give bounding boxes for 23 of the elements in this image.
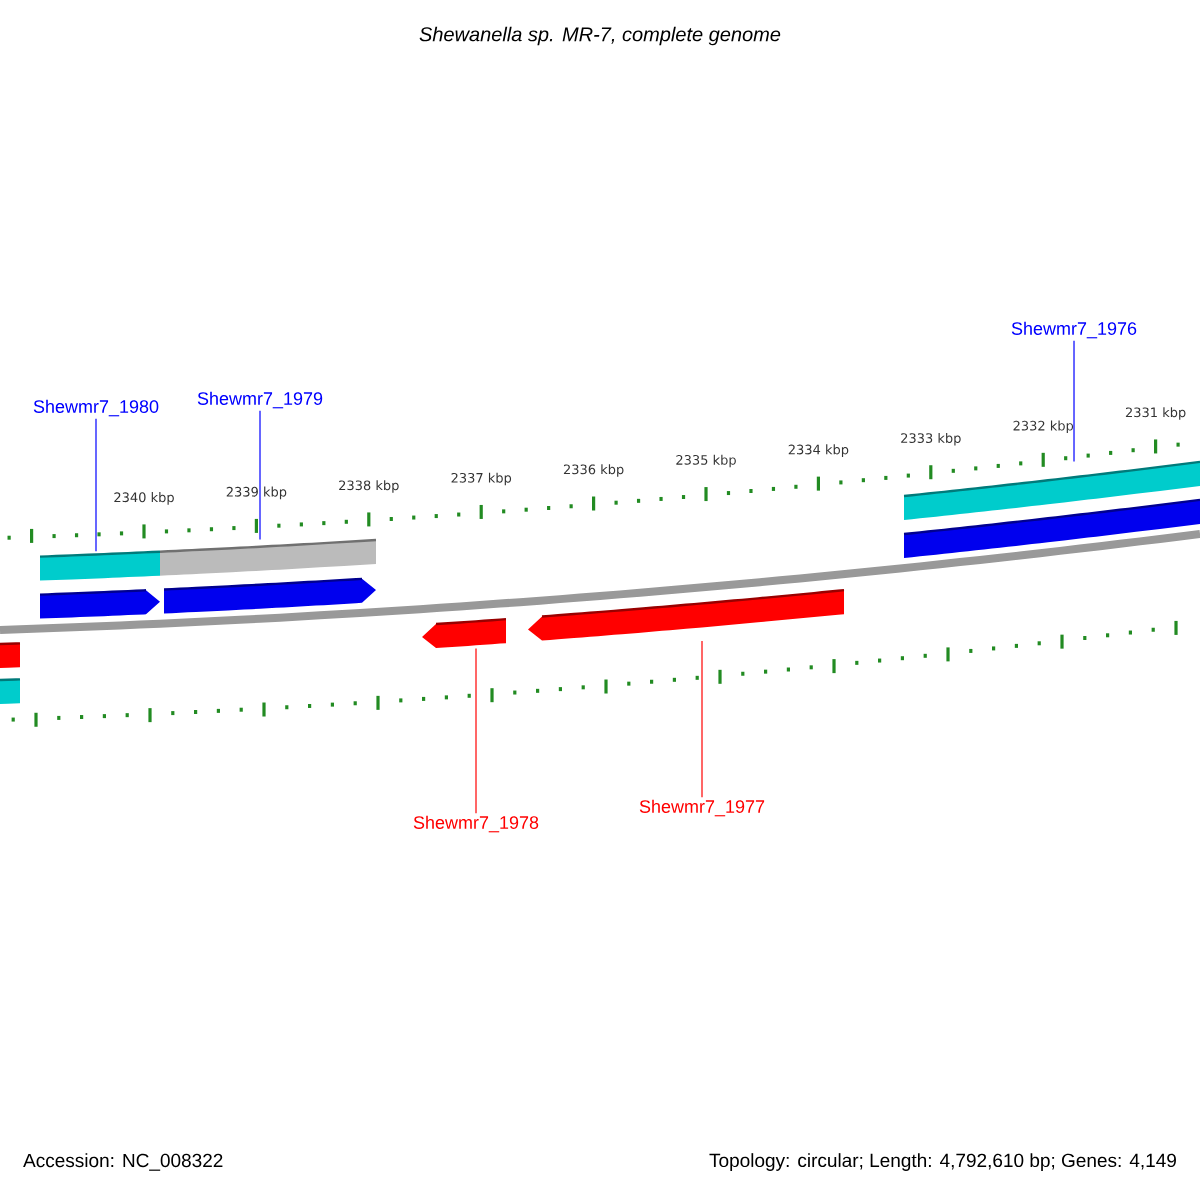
gene-label: Shewmr7_1979 [197,391,323,409]
leader-line [1073,340,1075,463]
gene-feature [422,617,507,649]
gene-block [0,642,21,668]
footer-text: Accession: NC_008322 [23,1153,223,1171]
gene-feature [903,498,1200,559]
gene-block [159,538,377,576]
title: Shewanella sp. MR-7, complete genome [419,26,781,46]
gene-feature [163,577,376,614]
gene-label: Shewmr7_1980 [33,399,159,417]
gene-label: Shewmr7_1978 [413,815,539,833]
gene-block [0,678,21,704]
gene-label: Shewmr7_1976 [1011,321,1137,339]
gene-block [903,460,1200,521]
gene-feature [39,589,160,619]
leader-line [701,640,703,798]
footer-text: Topology: circular; Length: 4,792,610 bp; Genes: 4,149 [709,1153,1176,1171]
gene-label: Shewmr7_1977 [639,799,765,817]
leader-line [475,647,477,814]
leader-line [95,418,97,552]
leader-line [259,410,261,541]
gene-block [39,550,161,581]
gene-feature [528,588,845,641]
